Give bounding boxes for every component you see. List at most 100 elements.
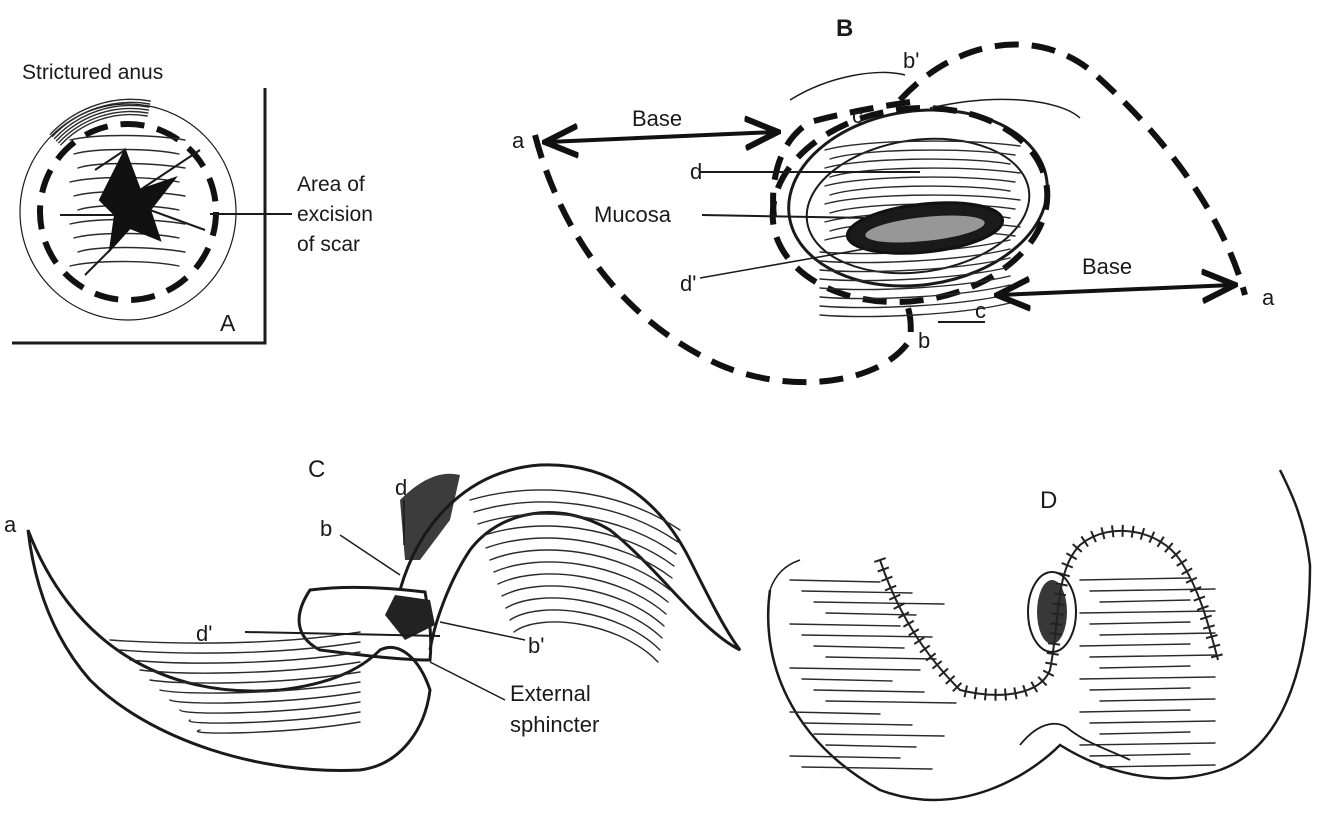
hatch-line	[74, 234, 179, 239]
panel-a-title: Strictured anus	[22, 61, 163, 84]
hatch-line	[70, 262, 179, 267]
point-c-bottom-label: c	[975, 298, 986, 323]
suture-stitch	[920, 645, 930, 652]
base-right-label: Base	[1082, 254, 1132, 279]
mucosa-label: Mucosa	[594, 202, 672, 227]
hatch-line	[790, 624, 900, 626]
panel-a: Strictured anus Area of excision of scar…	[12, 61, 373, 343]
sphincter-label-line1: External	[510, 681, 591, 706]
suture-stitch	[1081, 536, 1088, 546]
sphincter-label-line2: sphincter	[510, 712, 599, 737]
hatch-line	[830, 186, 1010, 195]
base-left-label: Base	[632, 106, 682, 131]
hatch-line	[502, 586, 664, 626]
hatch-line	[1080, 743, 1215, 745]
hatch-line	[1100, 732, 1190, 734]
hatch-line	[486, 538, 672, 578]
buttock-outline	[768, 470, 1310, 800]
base-arrow-left	[548, 132, 775, 142]
hatch-line	[1100, 765, 1215, 767]
hatch-line	[506, 598, 662, 638]
panel-c-letter: C	[308, 456, 325, 483]
suture-stitch	[1014, 687, 1016, 699]
hatch-line	[826, 657, 936, 659]
hatch-line	[802, 767, 932, 769]
suture-stitch	[985, 688, 986, 700]
hatch-line	[826, 745, 916, 747]
hatch-line	[1080, 644, 1190, 646]
hatch-line	[1090, 622, 1190, 624]
hatch-line	[802, 635, 932, 637]
point-a-right-label: a	[1262, 285, 1275, 310]
point-d-prime-label: d'	[680, 271, 696, 296]
suture-stitch	[1047, 653, 1059, 655]
point-b-label: b	[918, 328, 930, 353]
suture-stitch	[909, 629, 919, 635]
suture-stitch	[914, 637, 924, 644]
hatch-line	[140, 662, 360, 673]
hatch-line	[790, 712, 880, 714]
hatch-line	[802, 591, 912, 593]
hatch-line	[1090, 655, 1215, 657]
hatch-line	[130, 652, 360, 663]
point-b-prime-label: b'	[903, 48, 919, 73]
skin-ring-outer	[777, 94, 1059, 302]
hatch-line	[814, 602, 944, 604]
panel-d-letter: D	[1040, 487, 1057, 514]
base-arrow-right	[1000, 285, 1232, 295]
hatch-line	[814, 646, 904, 648]
hatch-line	[482, 526, 674, 566]
hatch-line	[1090, 721, 1215, 723]
suture-stitch	[1132, 526, 1134, 538]
panel-c: C d a b d' b' External sphincter	[4, 456, 740, 770]
excision-label-line2: excision	[297, 203, 373, 226]
panel-a-letter: A	[220, 310, 236, 336]
hatch-line	[802, 679, 892, 681]
hatch-line	[1080, 677, 1215, 679]
strictured-anus-drawing	[20, 99, 236, 320]
hatch-line	[1100, 600, 1190, 602]
hatch-line	[825, 159, 1010, 168]
hatch-line	[494, 562, 668, 602]
point-c-top-label: c	[852, 103, 863, 128]
hatch-line	[790, 580, 880, 582]
point-a-c-label: a	[4, 512, 17, 537]
suture-stitch	[1158, 537, 1164, 547]
suture-stitch	[1045, 663, 1057, 665]
hatch-line	[1080, 578, 1190, 580]
point-b-prime-c-label: b'	[528, 633, 544, 658]
hatch-line	[826, 701, 956, 703]
hatch-line	[825, 177, 1015, 186]
hatch-line	[790, 756, 900, 758]
point-d-label: d	[690, 159, 702, 184]
suture-stitch	[1005, 689, 1006, 701]
suture-stitch	[975, 687, 977, 699]
hatch-line	[1080, 611, 1215, 613]
suture-stitch	[1112, 525, 1113, 537]
suture-stitch	[965, 686, 968, 698]
hatch-line	[814, 690, 924, 692]
hatch-line	[1100, 633, 1215, 635]
hatch-line	[790, 668, 920, 670]
excision-label-line3: of scar	[297, 233, 360, 256]
point-a-left-label: a	[512, 128, 525, 153]
hatch-line	[802, 723, 912, 725]
rotated-flap-left	[28, 530, 430, 770]
panel-b: B b' Base a c d Mucosa d' Base a c b	[512, 15, 1275, 382]
point-d-c-label: d	[395, 475, 407, 500]
hatch-line	[1090, 754, 1190, 756]
hatch-line	[1090, 688, 1190, 690]
hatch-line	[498, 574, 666, 614]
point-b-c-label: b	[320, 516, 332, 541]
hatch-line	[1080, 710, 1190, 712]
suture-stitch	[1177, 560, 1187, 566]
hatch-line	[490, 550, 670, 590]
hatch-line	[78, 248, 185, 253]
flap-outline-right	[900, 45, 1245, 295]
panel-d: D	[768, 470, 1310, 800]
point-d-prime-c-label: d'	[196, 621, 212, 646]
excision-label-line1: Area of	[297, 173, 365, 196]
hatch-line	[814, 734, 944, 736]
hatch-line	[1100, 666, 1190, 668]
